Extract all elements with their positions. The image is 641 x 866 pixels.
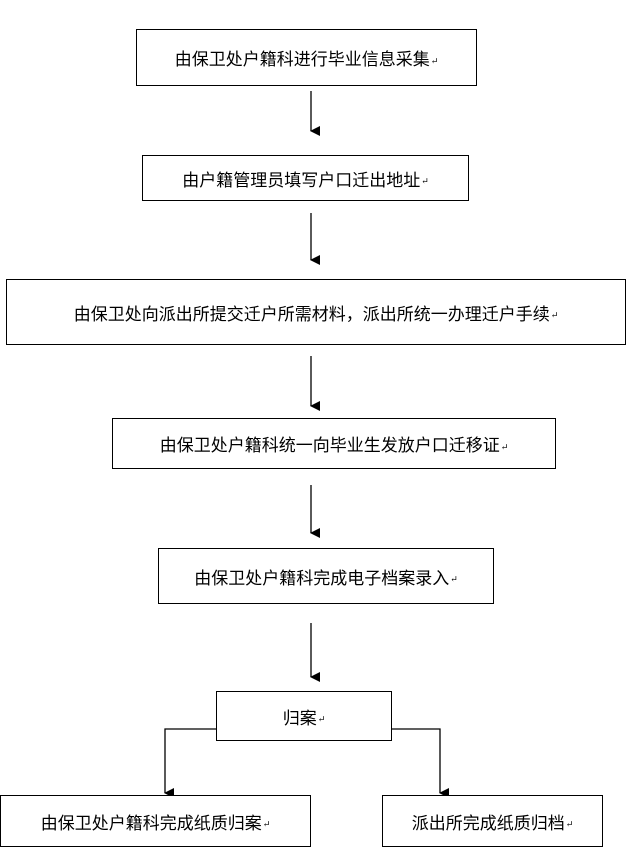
paragraph-mark: ↵ <box>450 575 458 585</box>
step-box-6: 归案↵ <box>216 691 392 741</box>
step-label-6: 归案 <box>282 708 317 729</box>
paragraph-mark: ↵ <box>421 177 429 187</box>
branch-box-right: 派出所完成纸质归档↵ <box>382 795 603 847</box>
paragraph-mark: ↵ <box>565 820 574 830</box>
paragraph-mark: ↵ <box>317 715 326 725</box>
paragraph-mark: ↵ <box>550 311 559 321</box>
arrow-to-branch-right <box>391 728 449 798</box>
arrow-to-branch-left <box>164 728 216 798</box>
step-box-2: 由户籍管理员填写户口迁出地址↵ <box>142 155 469 201</box>
paragraph-mark: ↵ <box>500 442 509 453</box>
step-label-4: 由保卫处户籍科统一向毕业生发放户口迁移证 <box>159 436 500 456</box>
step-label-3: 由保卫处向派出所提交迁户所需材料，派出所统一办理迁户手续 <box>73 304 550 325</box>
step-box-1: 由保卫处户籍科进行毕业信息采集↵ <box>136 29 477 86</box>
step-label-2: 由户籍管理员填写户口迁出地址 <box>182 170 421 191</box>
branch-label-right: 派出所完成纸质归档 <box>411 813 565 834</box>
branch-box-left: 由保卫处户籍科完成纸质归案↵ <box>0 795 311 847</box>
paragraph-mark: ↵ <box>262 820 271 830</box>
step-box-3: 由保卫处向派出所提交迁户所需材料，派出所统一办理迁户手续↵ <box>6 279 626 345</box>
step-box-5: 由保卫处户籍科完成电子档案录入↵ <box>158 548 494 604</box>
paragraph-mark: ↵ <box>430 56 439 67</box>
step-box-4: 由保卫处户籍科统一向毕业生发放户口迁移证↵ <box>112 418 556 469</box>
branch-label-left: 由保卫处户籍科完成纸质归案 <box>40 813 262 834</box>
step-label-1: 由保卫处户籍科进行毕业信息采集 <box>174 50 430 70</box>
step-label-5: 由保卫处户籍科完成电子档案录入 <box>194 568 450 589</box>
